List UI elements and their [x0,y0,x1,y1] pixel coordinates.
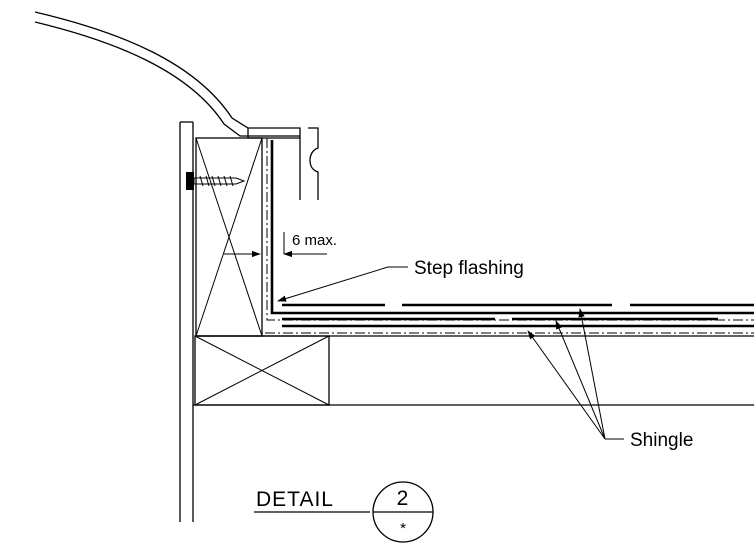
detail-sheet: * [400,520,406,537]
shingle-layers [282,303,754,328]
dimension-annotation: 6 max. [224,232,337,258]
step-flashing-callout: Step flashing [277,258,524,302]
dimension-label: 6 max. [292,232,337,249]
detail-title: DETAIL [256,488,334,511]
screw-icon [186,172,246,190]
timber-block [194,335,330,406]
detail-marker: DETAIL 2 * [254,481,434,543]
step-flashing-label: Step flashing [414,258,524,279]
shingle-callout: Shingle [527,308,693,451]
detail-number: 2 [397,487,410,510]
dome-cover [34,11,319,200]
timber-curb [195,137,263,337]
step-flashing [270,140,754,315]
shingle-label: Shingle [630,430,693,451]
